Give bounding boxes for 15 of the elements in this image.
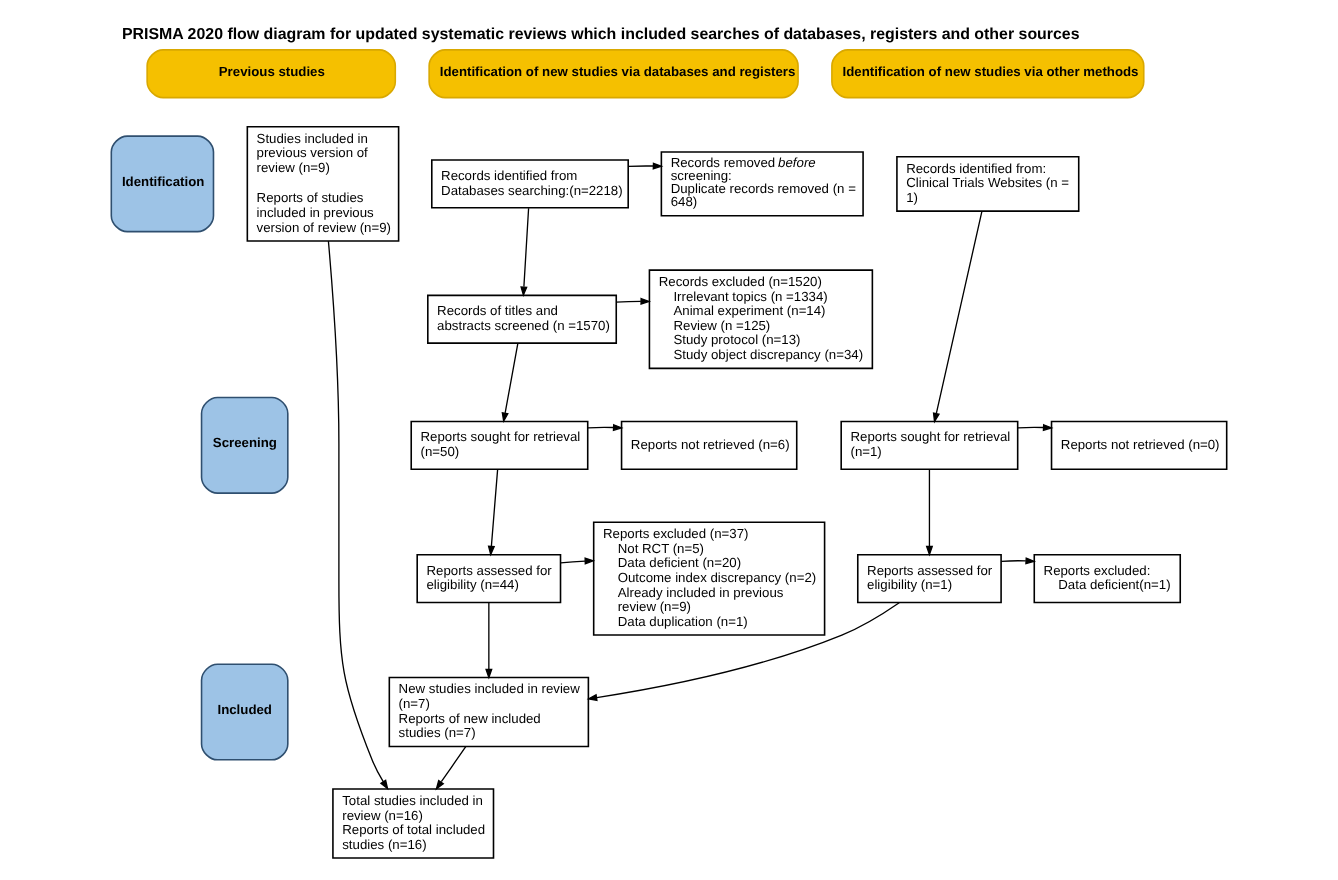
- arrow: [520, 207, 530, 298]
- arrow: [627, 162, 664, 170]
- arrow: [485, 602, 493, 680]
- arrow: [586, 602, 900, 702]
- arrow: [1000, 557, 1037, 565]
- arrow: [587, 423, 624, 432]
- arrow: [932, 210, 983, 424]
- arrow: [925, 468, 934, 557]
- arrow: [560, 557, 596, 565]
- arrow: [327, 240, 389, 791]
- arrow: [487, 468, 499, 557]
- arrow: [501, 342, 519, 424]
- arrow: [1017, 423, 1054, 432]
- arrow: [435, 745, 467, 791]
- arrow: [615, 297, 652, 306]
